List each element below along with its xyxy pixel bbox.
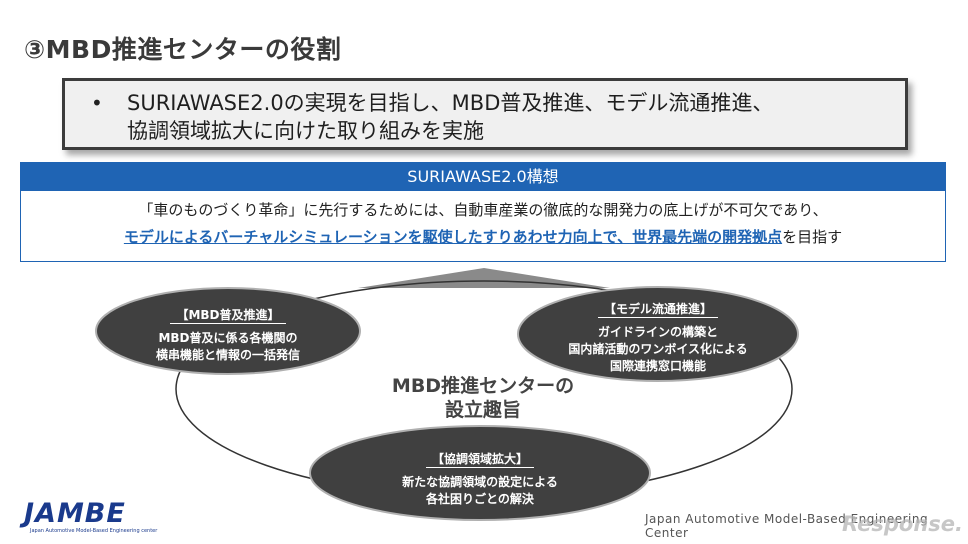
ellipse-bottom <box>309 425 651 521</box>
footer-org-name: Japan Automotive Model-Based Engineering… <box>645 512 929 540</box>
jambe-logo-subtitle: Japan Automotive Model-Based Engineering… <box>30 528 158 534</box>
response-watermark: Response. <box>842 512 963 536</box>
concept-header: SURIAWASE2.0構想 <box>21 163 945 191</box>
ellipse-right <box>517 286 799 382</box>
mbd-promotion-desc: MBD普及に係る各機関の 横串機能と情報の一括発信 <box>155 331 300 362</box>
concept-emphasis: モデルによるバーチャルシミュレーションを駆使したすりあわせ力向上で、世界最先端の… <box>123 228 783 246</box>
summary-bullet: • <box>91 91 103 115</box>
cooperative-area-tag: 【協調領域拡大】 <box>425 451 534 468</box>
model-distribution-desc: ガイドラインの構築と 国内諸活動のワンボイス化による 国際連携窓口機能 <box>568 325 748 373</box>
jambe-logo: JAMBE <box>24 498 126 529</box>
center-purpose-text: MBD推進センターの 設立趣旨 <box>391 375 575 421</box>
model-distribution-label: 【モデル流通推進】 ガイドラインの構築と 国内諸活動のワンボイス化による 国際連… <box>548 298 768 375</box>
summary-box: • SURIAWASE2.0の実現を目指し、MBD普及推進、モデル流通推進、 協… <box>62 78 908 150</box>
summary-text: SURIAWASE2.0の実現を目指し、MBD普及推進、モデル流通推進、 協調領… <box>127 91 774 143</box>
cooperative-area-label: 【協調領域拡大】 新たな協調領域の設定による 各社困りごとの解決 <box>370 448 590 508</box>
mbd-promotion-tag: 【MBD普及推進】 <box>170 307 286 324</box>
concept-box: SURIAWASE2.0構想 「車のものづくり革命」に先行するためには、自動車産… <box>20 162 946 262</box>
slide-title: ③MBD推進センターの役割 <box>24 35 342 64</box>
concept-line-1: 「車のものづくり革命」に先行するためには、自動車産業の徹底的な開発力の底上げが不… <box>138 201 828 219</box>
concept-body: 「車のものづくり革命」に先行するためには、自動車産業の徹底的な開発力の底上げが不… <box>21 191 945 251</box>
concept-line-2-tail: を目指す <box>782 228 843 246</box>
concept-line-2: モデルによるバーチャルシミュレーションを駆使したすりあわせ力向上で、世界最先端の… <box>21 224 945 251</box>
ellipse-left <box>95 287 361 375</box>
mbd-promotion-label: 【MBD普及推進】 MBD普及に係る各機関の 横串機能と情報の一括発信 <box>128 304 328 364</box>
model-distribution-tag: 【モデル流通推進】 <box>597 301 718 318</box>
cooperative-area-desc: 新たな協調領域の設定による 各社困りごとの解決 <box>402 475 558 506</box>
